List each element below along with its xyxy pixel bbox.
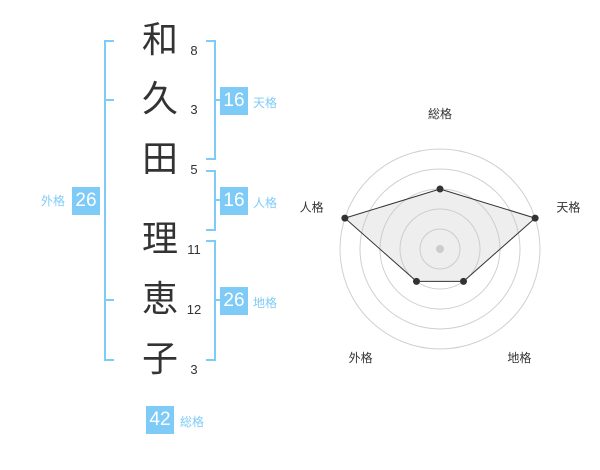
- name-char: 理: [141, 219, 178, 260]
- stroke-count: 8: [190, 43, 198, 58]
- bracket-tick: [206, 170, 216, 172]
- stroke-count: 11: [187, 242, 201, 257]
- radar-point: [436, 185, 444, 193]
- gaikaku-label: 外格: [41, 194, 66, 208]
- radar-axis-label: 人格: [300, 199, 324, 214]
- bracket-tick: [104, 99, 114, 101]
- stroke-count: 3: [190, 362, 198, 377]
- soukaku-badge: 42: [146, 406, 174, 434]
- tenkaku-label: 天格: [253, 96, 278, 110]
- radar-point: [412, 277, 420, 285]
- radar-ring: [419, 228, 461, 270]
- bracket-tick: [104, 40, 114, 42]
- bracket-tick: [206, 359, 216, 361]
- bracket-tick: [104, 359, 114, 361]
- name-char: 恵: [141, 279, 178, 320]
- radar-ring: [399, 208, 481, 290]
- radar-axis-label: 外格: [349, 350, 373, 365]
- name-char: 和: [141, 20, 178, 61]
- radar-point: [531, 214, 539, 222]
- radar-axis-label: 天格: [556, 199, 580, 214]
- chikaku-label: 地格: [253, 296, 278, 310]
- radar-point: [460, 277, 468, 285]
- stroke-count: 12: [186, 302, 202, 317]
- radar-ring: [339, 148, 541, 350]
- name-char: 子: [141, 339, 178, 380]
- radar-center: [436, 245, 444, 253]
- radar-point: [341, 214, 349, 222]
- jinkaku-label: 人格: [253, 196, 278, 210]
- radar-axis-label: 総格: [428, 106, 452, 121]
- radar-area: [343, 188, 537, 282]
- bracket-tick: [206, 158, 216, 160]
- radar-ring: [359, 168, 521, 330]
- stroke-count: 3: [190, 102, 198, 117]
- bracket-tick: [214, 299, 220, 301]
- radar-axis-label: 地格: [507, 350, 531, 365]
- jinkaku-badge: 16: [220, 187, 248, 215]
- bracket-tick: [104, 299, 114, 301]
- chikaku-badge: 26: [220, 287, 248, 315]
- name-char: 田: [141, 139, 178, 180]
- bracket-tick: [206, 229, 216, 231]
- bracket-tick: [206, 40, 216, 42]
- soukaku-label: 総格: [180, 415, 205, 429]
- gaikaku-badge: 26: [72, 187, 100, 215]
- name-char: 久: [141, 79, 178, 120]
- stroke-count: 5: [190, 162, 198, 177]
- gaikaku-bracket: [104, 40, 106, 361]
- tenkaku-badge: 16: [220, 87, 248, 115]
- bracket-tick: [206, 240, 216, 242]
- bracket-tick: [214, 199, 220, 201]
- bracket-tick: [214, 99, 220, 101]
